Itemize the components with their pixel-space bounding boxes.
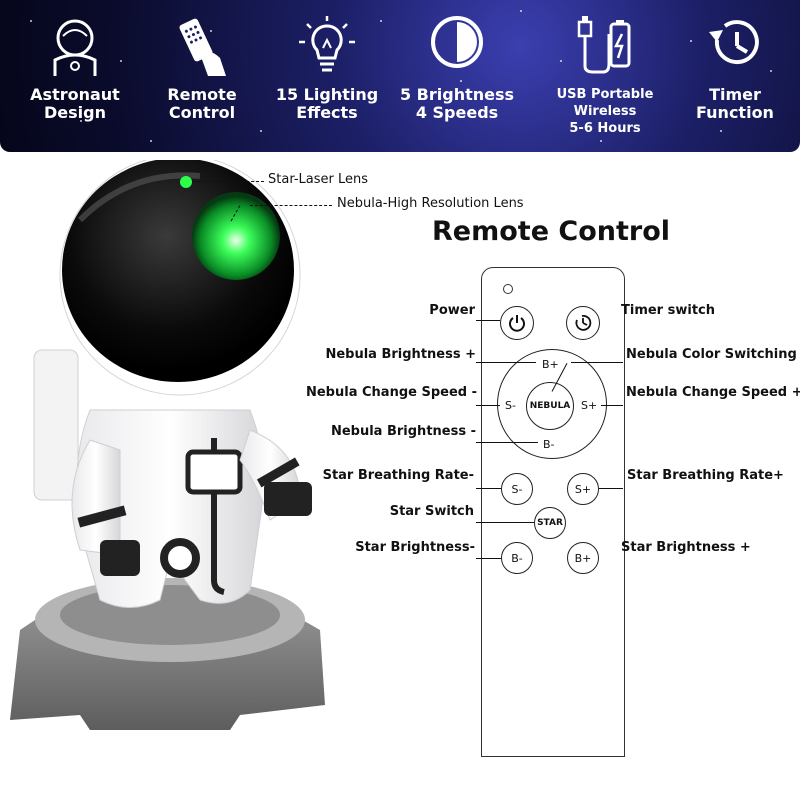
feature-label-line2: 5-6 Hours [569, 121, 641, 136]
feature-label-line2: Control [168, 103, 236, 122]
label-power: Power [429, 303, 475, 318]
leader-line [476, 488, 501, 489]
nebula-button[interactable]: NEBULA [526, 382, 574, 430]
label-nebula-color-switching: Nebula Color Switching [626, 347, 797, 362]
feature-label-line2: Effects [296, 103, 358, 122]
leader-line [476, 362, 536, 363]
indicator-light [503, 284, 513, 294]
label-nebula-brightness-plus: Nebula Brightness + [325, 347, 476, 362]
feature-label-line2: 4 Speeds [415, 103, 499, 122]
power-icon [509, 315, 525, 332]
chest-panel [185, 449, 243, 495]
backpack [33, 349, 79, 501]
feature-label-line1: Astronaut [30, 85, 120, 104]
leader-line [599, 488, 623, 489]
star-switch-button[interactable]: STAR [534, 507, 566, 539]
lightbulb-icon [299, 16, 355, 72]
astronaut-helmet-icon [53, 19, 97, 76]
feature-label-line1: 5 Brightness [399, 85, 515, 104]
star-breathing-up-button[interactable]: S+ [567, 473, 599, 505]
nebula-speed-down-button[interactable]: S- [505, 399, 516, 412]
feature-label-line2: Function [696, 103, 774, 122]
power-button [160, 538, 200, 578]
label-star-breathing-rate-plus: Star Breathing Rate+ [627, 468, 784, 483]
nebula-lens [192, 192, 280, 280]
star-brightness-down-button[interactable]: B- [501, 542, 533, 574]
star-brightness-up-button[interactable]: B+ [567, 542, 599, 574]
leader-line [476, 558, 501, 559]
feature-usb-portable: USB Portable Wireless 5-6 Hours [535, 14, 675, 137]
nebula-brightness-down-button[interactable]: B- [543, 438, 555, 451]
feature-label-line2: Design [44, 103, 106, 122]
timer-button[interactable] [566, 306, 600, 340]
leader-line [571, 362, 623, 363]
feature-label-line1: Timer [709, 85, 761, 104]
power-button[interactable] [500, 306, 534, 340]
nebula-speed-up-button[interactable]: S+ [581, 399, 598, 412]
astronaut-projector-illustration [10, 160, 325, 730]
callout-line [192, 181, 264, 182]
nebula-brightness-up-button[interactable]: B+ [542, 358, 559, 371]
leader-line [476, 405, 500, 406]
remote-title: Remote Control [432, 216, 671, 247]
timer-icon [575, 315, 592, 331]
label-star-brightness-plus: Star Brightness + [621, 540, 751, 555]
star-laser-lens-callout: Star-Laser Lens [268, 172, 369, 187]
star-laser-lens [180, 176, 192, 188]
callout-line [250, 205, 332, 206]
label-star-switch: Star Switch [389, 504, 474, 519]
remote-hand-icon [179, 18, 226, 76]
label-timer-switch: Timer switch [621, 303, 716, 318]
right-glove [264, 482, 312, 516]
leader-line [476, 522, 534, 523]
feature-label-line1: USB Portable Wireless [556, 87, 654, 119]
usb-battery-icon [577, 16, 631, 74]
leader-line [476, 442, 538, 443]
label-nebula-change-speed-plus: Nebula Change Speed + [626, 385, 800, 400]
feature-label-line1: Remote [167, 85, 237, 104]
left-glove [100, 540, 140, 576]
leader-line [476, 320, 500, 321]
feature-label-line1: 15 Lighting [275, 85, 379, 104]
nebula-lens-callout: Nebula-High Resolution Lens [337, 196, 524, 211]
half-circle-brightness-icon [431, 16, 483, 68]
star-breathing-down-button[interactable]: S- [501, 473, 533, 505]
label-star-breathing-rate-minus: Star Breathing Rate- [322, 468, 474, 483]
label-star-brightness-minus: Star Brightness- [355, 540, 475, 555]
leader-line [601, 405, 623, 406]
timer-clock-icon [709, 20, 759, 65]
label-nebula-brightness-minus: Nebula Brightness - [330, 424, 476, 439]
label-nebula-change-speed-minus: Nebula Change Speed - [305, 385, 477, 400]
